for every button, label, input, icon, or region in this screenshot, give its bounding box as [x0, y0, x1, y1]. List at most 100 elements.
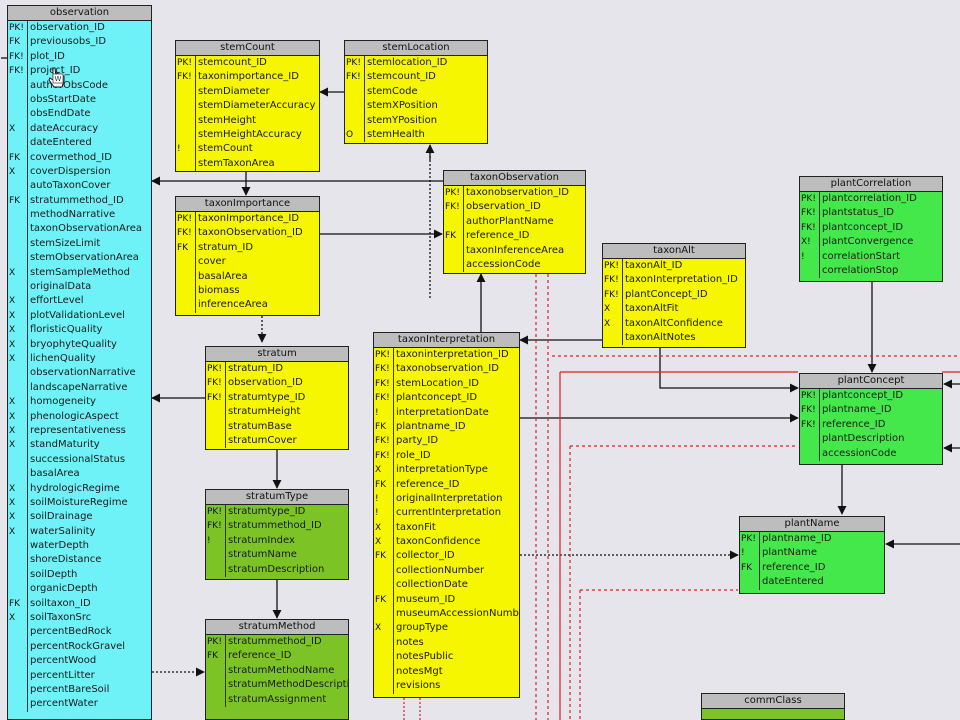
field-row[interactable]: soilDepth [8, 568, 151, 582]
field-row[interactable]: obsEndDate [8, 107, 151, 121]
field-row[interactable]: FK!plantstatus_ID [800, 206, 942, 220]
field-row[interactable]: stemHeight [176, 114, 319, 128]
field-row[interactable]: FK!plantConcept_ID [603, 288, 745, 302]
entity-taxonInterpretation[interactable]: taxonInterpretation PK!taxoninterpretati… [373, 332, 520, 698]
field-row[interactable]: stratumMethodName [206, 664, 348, 678]
field-row[interactable]: stemHeightAccuracy [176, 128, 319, 142]
field-row[interactable]: percentLitter [8, 669, 151, 683]
field-row[interactable]: !correlationStart [800, 250, 942, 264]
field-row[interactable]: percentWater [8, 697, 151, 711]
field-row[interactable]: FK!role_ID [374, 449, 519, 463]
field-row[interactable]: FK!reference_ID [800, 418, 942, 432]
field-row[interactable]: organicDepth [8, 582, 151, 596]
field-row[interactable]: notes [374, 636, 519, 650]
field-row[interactable]: FK!taxonInterpretation_ID [603, 273, 745, 287]
field-row[interactable]: basalArea [176, 270, 319, 284]
field-row[interactable]: percentWood [8, 654, 151, 668]
field-row[interactable]: basalArea [8, 467, 151, 481]
field-row[interactable]: autoTaxonCover [8, 179, 151, 193]
field-row[interactable]: stemYPosition [345, 114, 487, 128]
field-row[interactable]: observationNarrative [8, 366, 151, 380]
field-row[interactable]: notesMgt [374, 665, 519, 679]
field-row[interactable]: percentRockGravel [8, 640, 151, 654]
field-row[interactable]: PK!taxoninterpretation_ID [374, 348, 519, 362]
field-row[interactable]: !plantName [740, 546, 884, 560]
field-row[interactable]: !originalInterpretation [374, 492, 519, 506]
field-row[interactable]: FK!plot_ID [8, 50, 151, 64]
field-row[interactable]: revisions [374, 679, 519, 693]
field-row[interactable]: collectionDate [374, 578, 519, 592]
field-row[interactable]: landscapeNarrative [8, 381, 151, 395]
field-row[interactable]: notesPublic [374, 650, 519, 664]
field-row[interactable]: stratumMethodDescription [206, 678, 348, 692]
field-row[interactable]: stratumDescription [206, 563, 348, 577]
field-row[interactable]: PK!stratum_ID [206, 362, 348, 376]
field-row[interactable]: X!plantConvergence [800, 235, 942, 249]
field-row[interactable]: PK!plantname_ID [740, 532, 884, 546]
field-row[interactable]: biomass [176, 284, 319, 298]
field-row[interactable]: !stratumIndex [206, 534, 348, 548]
field-row[interactable]: PK!stemcount_ID [176, 56, 319, 70]
field-row[interactable]: correlationStop [800, 264, 942, 278]
field-row[interactable]: !stemCount [176, 142, 319, 156]
field-row[interactable]: FK!observation_ID [444, 200, 585, 214]
field-row[interactable]: successionalStatus [8, 453, 151, 467]
field-row[interactable]: accessionCode [444, 258, 585, 272]
field-row[interactable]: PK!observation_ID [8, 21, 151, 35]
field-row[interactable]: FK!stemcount_ID [345, 70, 487, 84]
field-row[interactable]: !currentInterpretation [374, 506, 519, 520]
field-row[interactable]: stratumCover [206, 434, 348, 448]
field-row[interactable]: stemDiameterAccuracy [176, 99, 319, 113]
field-row[interactable]: stratumName [206, 548, 348, 562]
field-row[interactable]: authorPlantName [444, 215, 585, 229]
field-row[interactable]: PK!stratumtype_ID [206, 505, 348, 519]
field-row[interactable]: stemTaxonArea [176, 157, 319, 171]
field-row[interactable]: stratumAssignment [206, 693, 348, 707]
field-row[interactable]: museumAccessionNumber [374, 607, 519, 621]
field-row[interactable]: FK!stratummethod_ID [206, 519, 348, 533]
field-row[interactable]: PK!stratummethod_ID [206, 635, 348, 649]
field-row[interactable]: stemSizeLimit [8, 237, 151, 251]
field-row[interactable]: plantDescription [800, 432, 942, 446]
field-row[interactable]: FK!taxonimportance_ID [176, 70, 319, 84]
field-row[interactable]: FK!plantname_ID [800, 403, 942, 417]
field-row[interactable]: methodNarrative [8, 208, 151, 222]
field-row[interactable]: shoreDistance [8, 553, 151, 567]
field-row[interactable]: obsStartDate [8, 93, 151, 107]
field-row[interactable]: authorObsCode [8, 79, 151, 93]
field-row[interactable]: originalData [8, 280, 151, 294]
field-row[interactable]: FK!stratumtype_ID [206, 391, 348, 405]
field-row[interactable]: stemDiameter [176, 85, 319, 99]
